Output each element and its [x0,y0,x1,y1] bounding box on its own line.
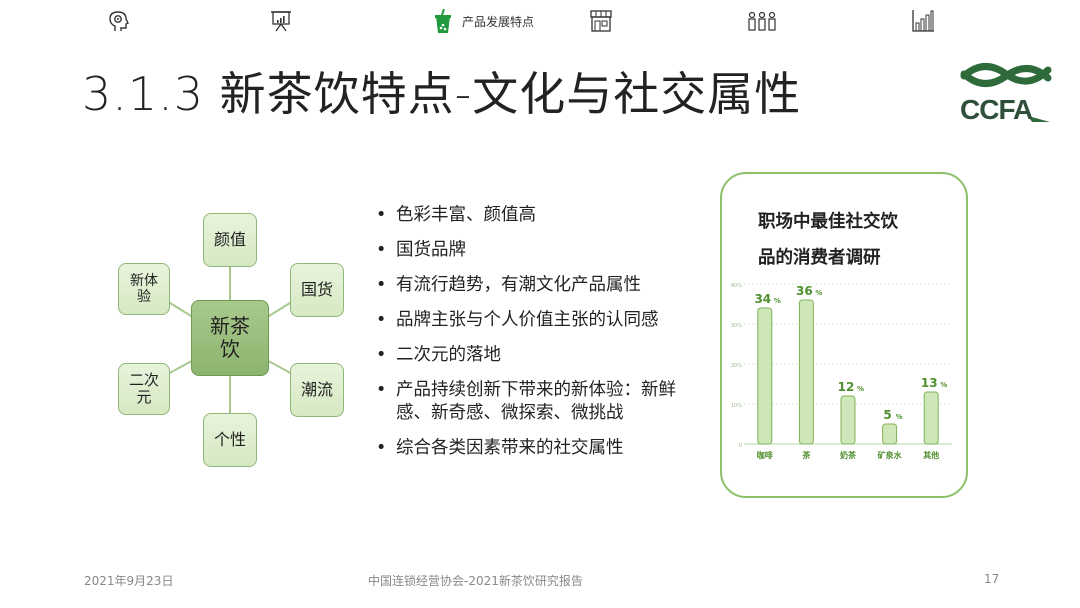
nav-item-chart[interactable] [910,6,942,36]
x-tick-label: 奶茶 [840,450,857,460]
mindmap-node-personality: 个性 [203,413,257,467]
bubble-tea-icon [435,8,451,33]
mindmap-center-node: 新茶饮 [191,300,269,376]
logo-text: CCFA [960,94,1033,125]
list-item: 国货品牌 [374,239,709,262]
list-item: 产品持续创新下带来的新体验：新鲜感、新奇感、微探索、微挑战 [374,379,709,425]
ccfa-logo: CCFA [958,56,1054,130]
survey-bar-chart: 0 10% 20% 30% 40% 34% 咖啡 36% 茶 12% 奶茶 5% 矿泉水 13% 其他 [731,283,952,460]
storefront-icon [590,10,612,32]
y-tick-label: 30% [731,323,742,329]
bar-unit-label: % [857,385,864,393]
top-navigation: 产品发展特点 [0,4,1080,38]
bar-value-label: 34 [754,292,771,306]
y-tick-label: 20% [731,363,742,369]
nav-item-product-features[interactable]: 产品发展特点 [430,6,534,36]
nav-item-presentation[interactable] [268,6,300,36]
list-item: 色彩丰富、颜值高 [374,204,709,227]
mindmap-node-trend: 潮流 [290,363,344,417]
bar-value-label: 13 [921,376,938,390]
bar-unit-label: % [896,413,903,421]
list-item: 品牌主张与个人价值主张的认同感 [374,309,709,332]
chart-bar [923,391,939,445]
mind-map: 新茶饮 颜值 国货 潮流 个性 二次元 新体验 [110,205,350,475]
chart-bar [882,423,898,445]
survey-card: 职场中最佳社交饮 品的消费者调研 0 10% 20% 30% 40% 34% 咖啡 36% 茶 1… [720,172,968,498]
list-item: 综合各类因素带来的社交属性 [374,437,709,460]
x-tick-label: 咖啡 [757,450,773,460]
x-tick-label: 茶 [801,450,811,460]
bar-unit-label: % [774,297,781,305]
list-item: 二次元的落地 [374,344,709,367]
mindmap-node-new-experience: 新体验 [118,263,170,315]
chart-bar [798,299,814,445]
y-tick-label: 0 [739,443,742,449]
x-tick-label: 矿泉水 [878,450,903,460]
page-title: 3.1.3 新茶饮特点-文化与社交属性 [82,67,802,121]
brain-gear-icon [109,11,129,31]
x-tick-label: 其他 [923,450,939,460]
nav-label-product-features: 产品发展特点 [462,14,535,29]
people-group-icon [748,11,776,31]
mindmap-node-acg: 二次元 [118,363,170,415]
y-tick-label: 40% [731,283,742,289]
bar-value-label: 36 [796,284,813,298]
footer-date: 2021年9月23日 [84,574,174,588]
chart-bar [757,307,773,445]
chart-bar [840,395,856,445]
nav-item-brain[interactable] [106,6,138,36]
bar-chart-icon [912,10,934,32]
nav-item-people[interactable] [746,6,784,36]
bar-unit-label: % [940,381,947,389]
mindmap-node-appearance: 颜值 [203,213,257,267]
bar-value-label: 12 [838,380,855,394]
nav-item-store[interactable] [588,6,620,36]
presentation-board-icon [271,11,291,32]
list-item: 有流行趋势，有潮文化产品属性 [374,274,709,297]
survey-title-line1: 职场中最佳社交饮 [758,212,898,232]
page-number: 17 [984,572,1000,586]
bar-unit-label: % [815,289,822,297]
mindmap-node-domestic: 国货 [290,263,344,317]
footer-source: 中国连锁经营协会-2021新茶饮研究报告 [368,574,583,588]
survey-title-line2: 品的消费者调研 [758,248,881,268]
bar-value-label: 5 [883,408,891,422]
y-tick-label: 10% [731,403,742,409]
feature-list: 色彩丰富、颜值高 国货品牌 有流行趋势，有潮文化产品属性 品牌主张与个人价值主张… [374,204,709,472]
